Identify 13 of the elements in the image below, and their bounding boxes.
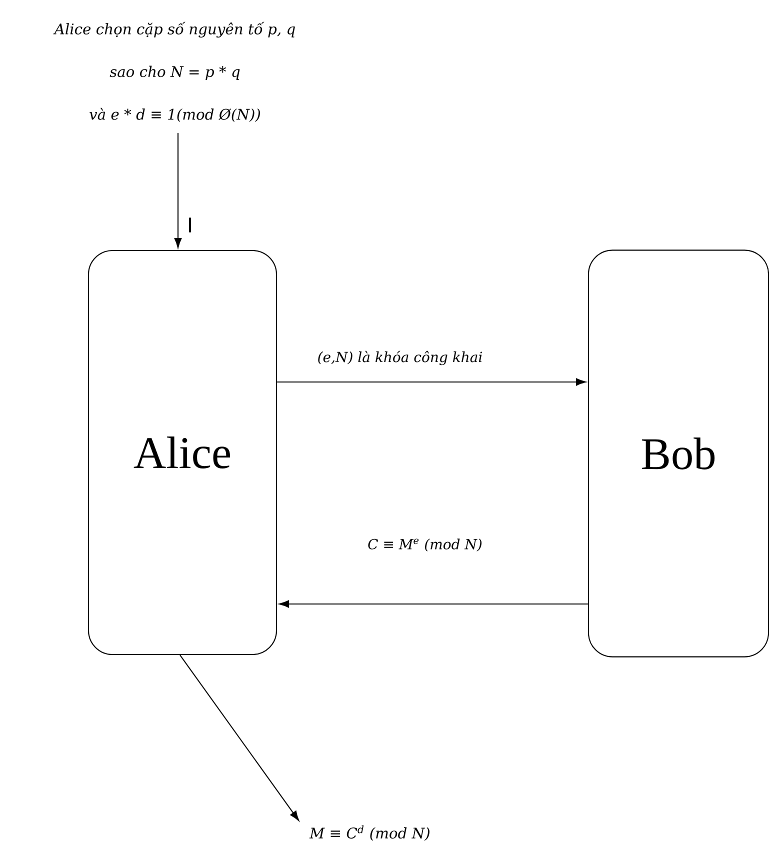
formula-text: Alice chọn cặp số nguyên tố p, q: [53, 22, 295, 38]
actor-box: Bob: [588, 250, 769, 658]
edge-label: (e,N) là khóa công khai: [316, 350, 484, 366]
actor-box: Alice: [88, 250, 278, 656]
formula-text: và e * d ≡ 1(mod Ø(N)): [90, 108, 260, 122]
arrow: [278, 600, 588, 608]
arrow: [174, 132, 182, 248]
formula-text: M ≡ C$^{d}$ (mod N): [309, 825, 430, 841]
edge-label: I: [186, 216, 194, 234]
arrow: [180, 654, 300, 821]
arrow: [277, 378, 586, 386]
edge-label: C ≡ M$^{e}$ (mod N): [366, 537, 484, 553]
formula-text: sao cho N = p * q: [110, 66, 240, 80]
